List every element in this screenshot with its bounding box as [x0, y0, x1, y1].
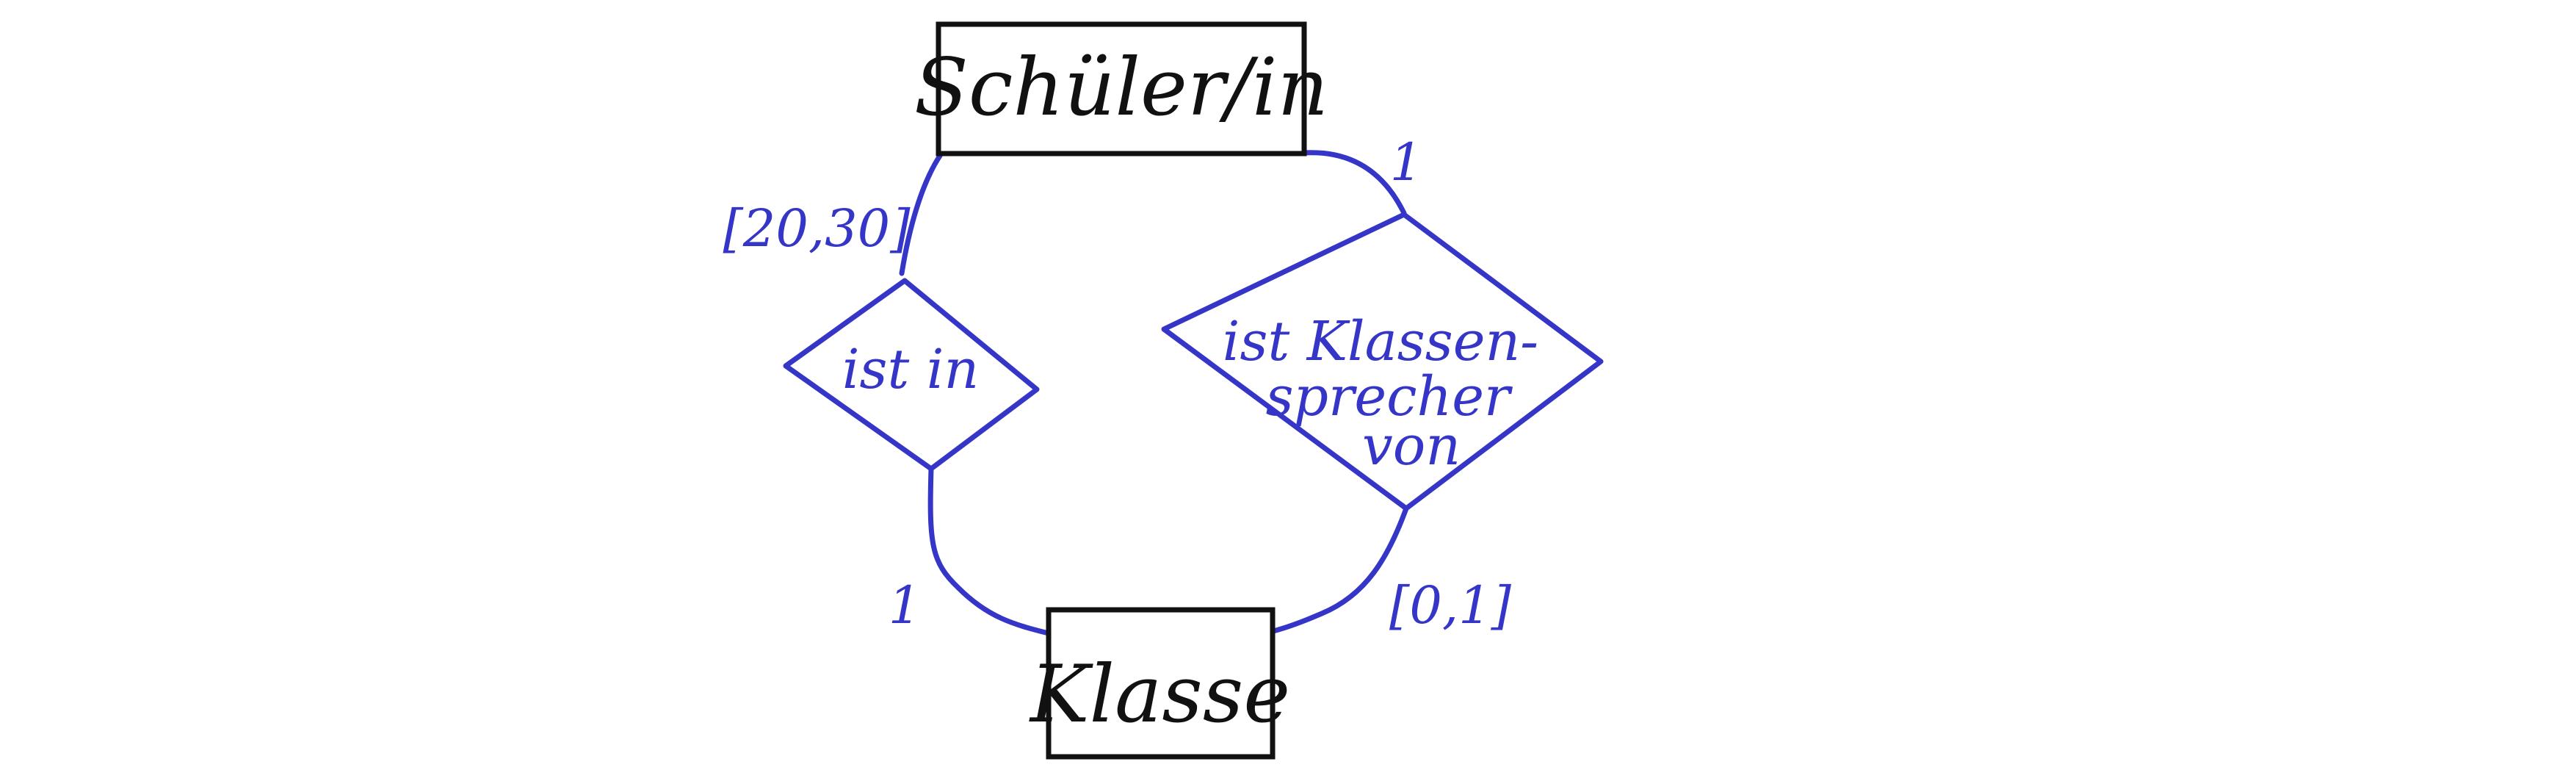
cardinality-schueler-sprecher: 1	[1390, 132, 1423, 192]
relationship-klassensprecher-diamond	[1161, 212, 1604, 511]
entity-schueler-label: Schüler/in	[914, 42, 1328, 134]
relationship-klassensprecher-label-line1: ist Klassen-	[1223, 310, 1538, 373]
entity-klasse-box	[1046, 607, 1276, 760]
relationship-ist-in-diamond	[783, 278, 1040, 472]
cardinality-ist-in-klasse: 1	[889, 575, 922, 636]
entity-klasse-label: Klasse	[1029, 649, 1290, 741]
relationship-klassensprecher-label-line3: von	[1362, 414, 1461, 478]
line-schueler-to-ist-in	[899, 153, 943, 276]
line-ist-in-to-klasse	[927, 466, 1052, 636]
line-schueler-to-sprecher	[1301, 150, 1407, 216]
line-sprecher-to-klasse	[1267, 505, 1409, 635]
relationship-klassensprecher-label-line2: sprecher	[1266, 365, 1513, 428]
cardinality-sprecher-klasse: [0,1]	[1389, 575, 1512, 636]
cardinality-schueler-ist-in: [20,30]	[723, 198, 911, 259]
relationship-ist-in-label: ist in	[842, 338, 979, 401]
entity-schueler-box	[936, 21, 1307, 156]
